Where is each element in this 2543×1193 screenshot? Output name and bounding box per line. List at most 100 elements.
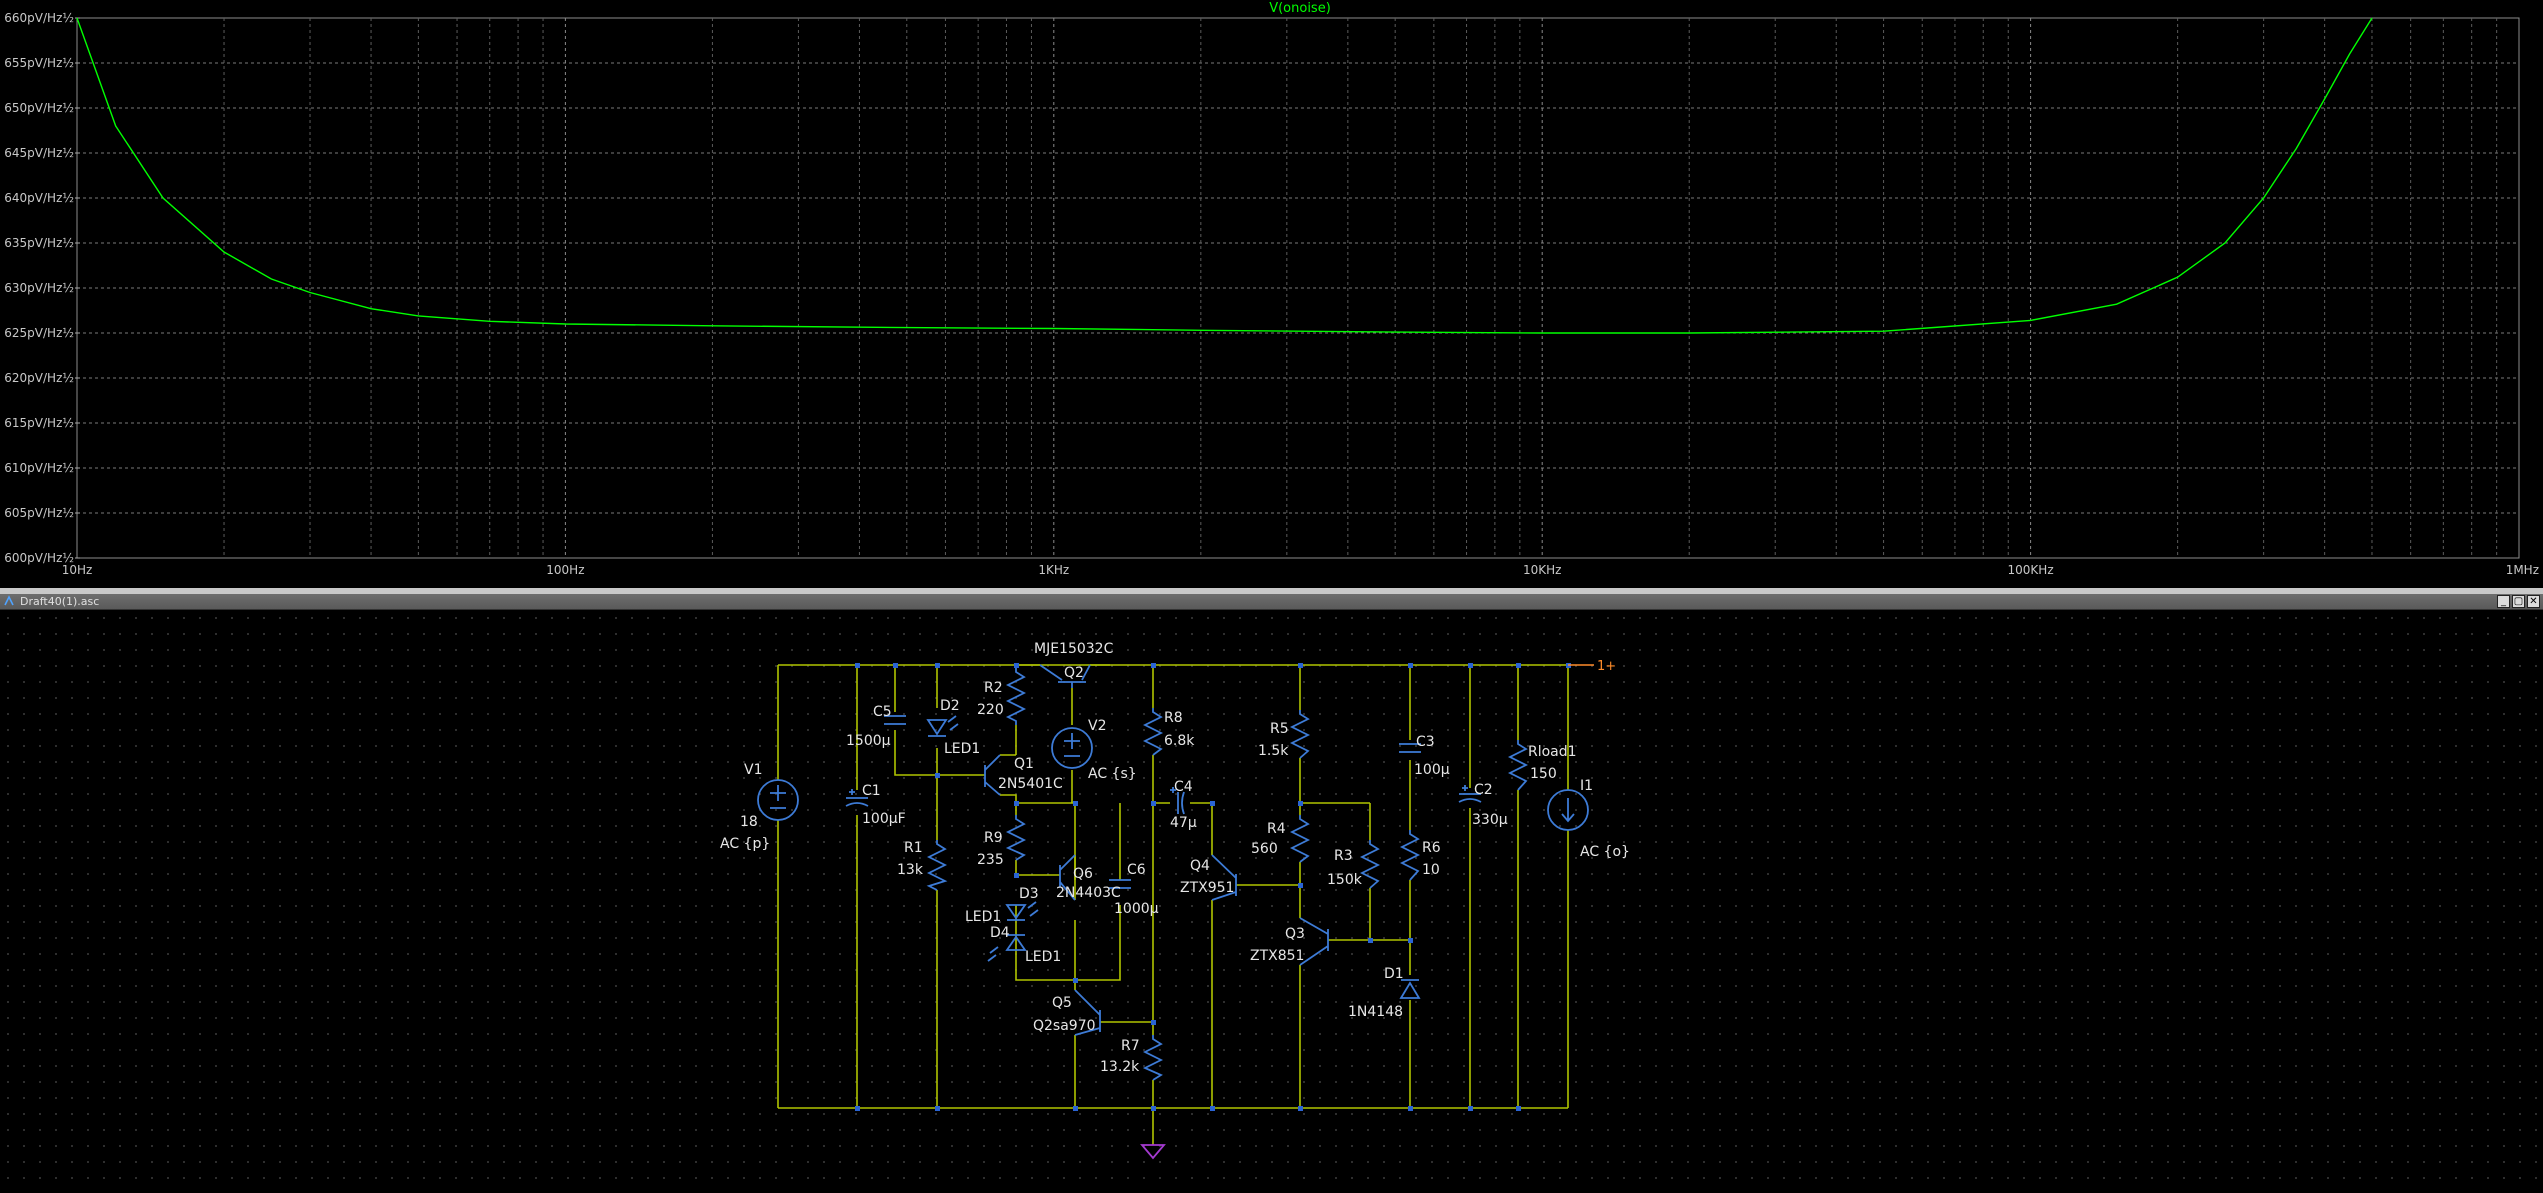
led-d4[interactable] <box>987 934 1027 962</box>
label-d4-name[interactable]: D4 <box>990 925 1010 941</box>
label-q3-model[interactable]: ZTX851 <box>1250 948 1304 964</box>
capacitor-c5[interactable] <box>884 715 906 725</box>
label-v1-ac[interactable]: AC {p} <box>720 836 770 852</box>
label-q4-name[interactable]: Q4 <box>1190 858 1210 874</box>
label-c1-name[interactable]: C1 <box>862 783 881 799</box>
led-d2[interactable] <box>926 715 959 737</box>
wire-q2[interactable] <box>1016 664 1110 803</box>
resistor-r2[interactable] <box>1005 668 1027 725</box>
label-d4-value[interactable]: LED1 <box>1025 949 1061 965</box>
label-c5-name[interactable]: C5 <box>873 704 892 720</box>
wire-c5[interactable] <box>894 665 937 776</box>
voltage-source-v1[interactable] <box>757 779 799 821</box>
resistor-r9[interactable] <box>1005 815 1027 861</box>
label-v2-name[interactable]: V2 <box>1088 718 1106 734</box>
schematic-drawing[interactable]: 1+ V1 18 AC {p} C1 100µF C5 1500µ D2 LED… <box>0 610 2543 1193</box>
transistor-q5[interactable] <box>1074 989 1101 1036</box>
resistor-rload1[interactable] <box>1507 740 1529 791</box>
wire-q6[interactable] <box>1015 855 1121 981</box>
label-r2-value[interactable]: 220 <box>977 702 1004 718</box>
label-c3-value[interactable]: 100µ <box>1414 762 1450 778</box>
transistor-q3[interactable] <box>1299 917 1329 966</box>
label-r3-name[interactable]: R3 <box>1334 848 1353 864</box>
label-c3-name[interactable]: C3 <box>1416 734 1435 750</box>
label-i1-ac[interactable]: AC {o} <box>1580 844 1630 860</box>
label-r5-value[interactable]: 1.5k <box>1258 743 1289 759</box>
label-r1-value[interactable]: 13k <box>897 862 924 878</box>
capacitor-c4[interactable] <box>1170 787 1185 815</box>
label-r8-value[interactable]: 6.8k <box>1164 733 1195 749</box>
led-d3[interactable] <box>1005 901 1039 921</box>
label-r8-name[interactable]: R8 <box>1164 710 1183 726</box>
label-r5-name[interactable]: R5 <box>1270 721 1289 737</box>
trace-vonoise[interactable] <box>76 17 2373 334</box>
label-q6-name[interactable]: Q6 <box>1073 866 1093 882</box>
diode-d1[interactable] <box>1399 979 1421 999</box>
schematic-title-bar[interactable]: Draft40(1).asc _ ▢ ✕ <box>0 594 2543 610</box>
label-q2-name[interactable]: Q2 <box>1064 665 1084 681</box>
label-r7-name[interactable]: R7 <box>1121 1038 1140 1054</box>
wire-q4[interactable] <box>1211 803 1300 1108</box>
transistor-q1[interactable] <box>984 754 1001 796</box>
label-c2-name[interactable]: C2 <box>1474 782 1493 798</box>
transistor-q2[interactable] <box>1039 664 1091 688</box>
label-i1-name[interactable]: I1 <box>1580 778 1593 794</box>
label-q1-name[interactable]: Q1 <box>1014 756 1034 772</box>
resistor-r7[interactable] <box>1142 1035 1164 1081</box>
label-rload1-value[interactable]: 150 <box>1530 766 1557 782</box>
label-r6-name[interactable]: R6 <box>1422 840 1441 856</box>
label-d1-name[interactable]: D1 <box>1384 966 1404 982</box>
label-r9-value[interactable]: 235 <box>977 852 1004 868</box>
label-q2-model[interactable]: MJE15032C <box>1034 641 1114 657</box>
net-label[interactable]: 1+ <box>1597 659 1616 674</box>
label-rload1-name[interactable]: Rload1 <box>1528 744 1577 760</box>
label-r4-value[interactable]: 560 <box>1251 841 1278 857</box>
transistor-q4[interactable] <box>1211 854 1237 901</box>
label-c6-name[interactable]: C6 <box>1127 862 1146 878</box>
label-r2-name[interactable]: R2 <box>984 680 1003 696</box>
capacitor-c6[interactable] <box>1109 879 1131 889</box>
label-r1-name[interactable]: R1 <box>904 840 923 856</box>
resistor-r1[interactable] <box>926 840 948 891</box>
label-c4-name[interactable]: C4 <box>1174 779 1193 795</box>
wire-q5[interactable] <box>1074 980 1153 1108</box>
label-v1-name[interactable]: V1 <box>744 762 762 778</box>
label-c5-value[interactable]: 1500µ <box>846 733 891 749</box>
current-source-i1[interactable] <box>1547 789 1589 831</box>
label-q4-model[interactable]: ZTX951 <box>1180 880 1234 896</box>
waveform-plot[interactable]: 660pV/Hz½655pV/Hz½650pV/Hz½645pV/Hz½640p… <box>0 0 2543 588</box>
label-c2-value[interactable]: 330µ <box>1472 812 1508 828</box>
label-r9-name[interactable]: R9 <box>984 830 1003 846</box>
capacitor-c2[interactable] <box>1458 785 1482 803</box>
label-c4-value[interactable]: 47µ <box>1170 815 1197 831</box>
label-d2-value[interactable]: LED1 <box>944 741 980 757</box>
capacitor-c3[interactable] <box>1399 743 1421 753</box>
label-r6-value[interactable]: 10 <box>1422 862 1440 878</box>
resistor-r3[interactable] <box>1359 840 1381 889</box>
minimize-button[interactable]: _ <box>2497 595 2510 608</box>
label-d1-value[interactable]: 1N4148 <box>1348 1004 1403 1020</box>
voltage-source-v2[interactable] <box>1051 727 1093 769</box>
label-q5-name[interactable]: Q5 <box>1052 995 1072 1011</box>
label-d3-value[interactable]: LED1 <box>965 909 1001 925</box>
label-c6-value[interactable]: 1000µ <box>1114 901 1159 917</box>
label-q3-name[interactable]: Q3 <box>1285 926 1305 942</box>
capacitor-c1[interactable] <box>845 789 869 807</box>
resistor-r4[interactable] <box>1289 815 1311 863</box>
label-c1-value[interactable]: 100µF <box>862 811 906 827</box>
label-d2-name[interactable]: D2 <box>940 698 960 714</box>
label-v2-ac[interactable]: AC {s} <box>1088 766 1137 782</box>
resistor-r8[interactable] <box>1142 708 1164 756</box>
label-q6-model[interactable]: 2N4403C <box>1056 885 1121 901</box>
label-d3-name[interactable]: D3 <box>1019 886 1039 902</box>
ground-symbol[interactable] <box>1140 1144 1166 1160</box>
label-r3-value[interactable]: 150k <box>1327 872 1363 888</box>
trace-name-label[interactable]: V(onoise) <box>1269 1 1331 16</box>
wire-q1[interactable] <box>937 754 1076 880</box>
pane-splitter[interactable] <box>0 588 2543 594</box>
label-v1-value[interactable]: 18 <box>740 814 758 830</box>
label-r7-value[interactable]: 13.2k <box>1100 1059 1140 1075</box>
resistor-r6[interactable] <box>1399 830 1421 881</box>
label-q5-model[interactable]: Q2sa970 <box>1033 1018 1096 1034</box>
